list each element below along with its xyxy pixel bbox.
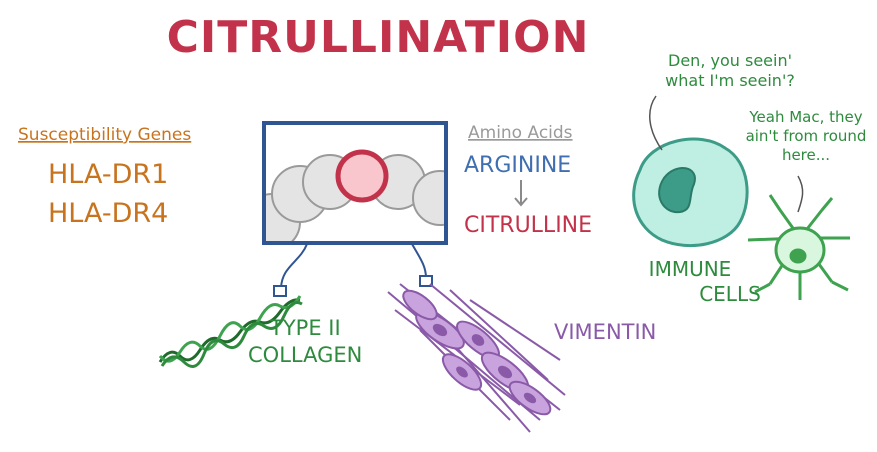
amino-acid-chain-box	[262, 121, 448, 245]
bubble2-line2: ain't from round	[746, 127, 867, 145]
susceptibility-genes-group: Susceptibility Genes HLA-DR1 HLA-DR4	[18, 125, 191, 229]
bubble2-line3: here...	[782, 146, 830, 164]
collagen-label-line2: COLLAGEN	[248, 343, 362, 367]
citrulline-bead	[335, 149, 389, 203]
bubble1-line2: what I'm seein'?	[665, 71, 795, 90]
vimentin-label: VIMENTIN	[554, 320, 656, 344]
amino-acid-conversion: Amino Acids ARGININE CITRULLINE	[464, 123, 592, 238]
dendritic-cell	[747, 194, 850, 300]
immune-label-line2: CELLS	[699, 282, 761, 306]
macrophage-cell	[632, 137, 749, 248]
vimentin-filaments	[387, 283, 566, 433]
down-arrow-icon	[514, 180, 528, 207]
collagen-label-line1: TYPE II	[269, 316, 341, 340]
arginine-label: ARGININE	[464, 153, 571, 178]
speech-line-1	[649, 95, 663, 151]
collagen-helix	[158, 295, 303, 368]
connector-clip-collagen	[273, 285, 287, 297]
bubble2-line1: Yeah Mac, they	[748, 108, 862, 126]
immune-label-line1: IMMUNE	[649, 257, 732, 281]
page-title: CITRULLINATION	[167, 12, 590, 63]
bubble1-line1: Den, you seein'	[668, 51, 792, 70]
amino-acid-bead	[412, 170, 444, 226]
connector-vimentin	[411, 243, 427, 279]
connector-collagen	[280, 243, 308, 289]
gene-hla-dr4: HLA-DR4	[48, 198, 168, 229]
amino-acids-heading: Amino Acids	[468, 123, 573, 143]
citrulline-label: CITRULLINE	[464, 213, 592, 238]
genes-heading: Susceptibility Genes	[18, 125, 191, 145]
gene-hla-dr1: HLA-DR1	[48, 159, 168, 190]
connector-clip-vimentin	[419, 275, 433, 287]
speech-line-2	[797, 175, 804, 213]
